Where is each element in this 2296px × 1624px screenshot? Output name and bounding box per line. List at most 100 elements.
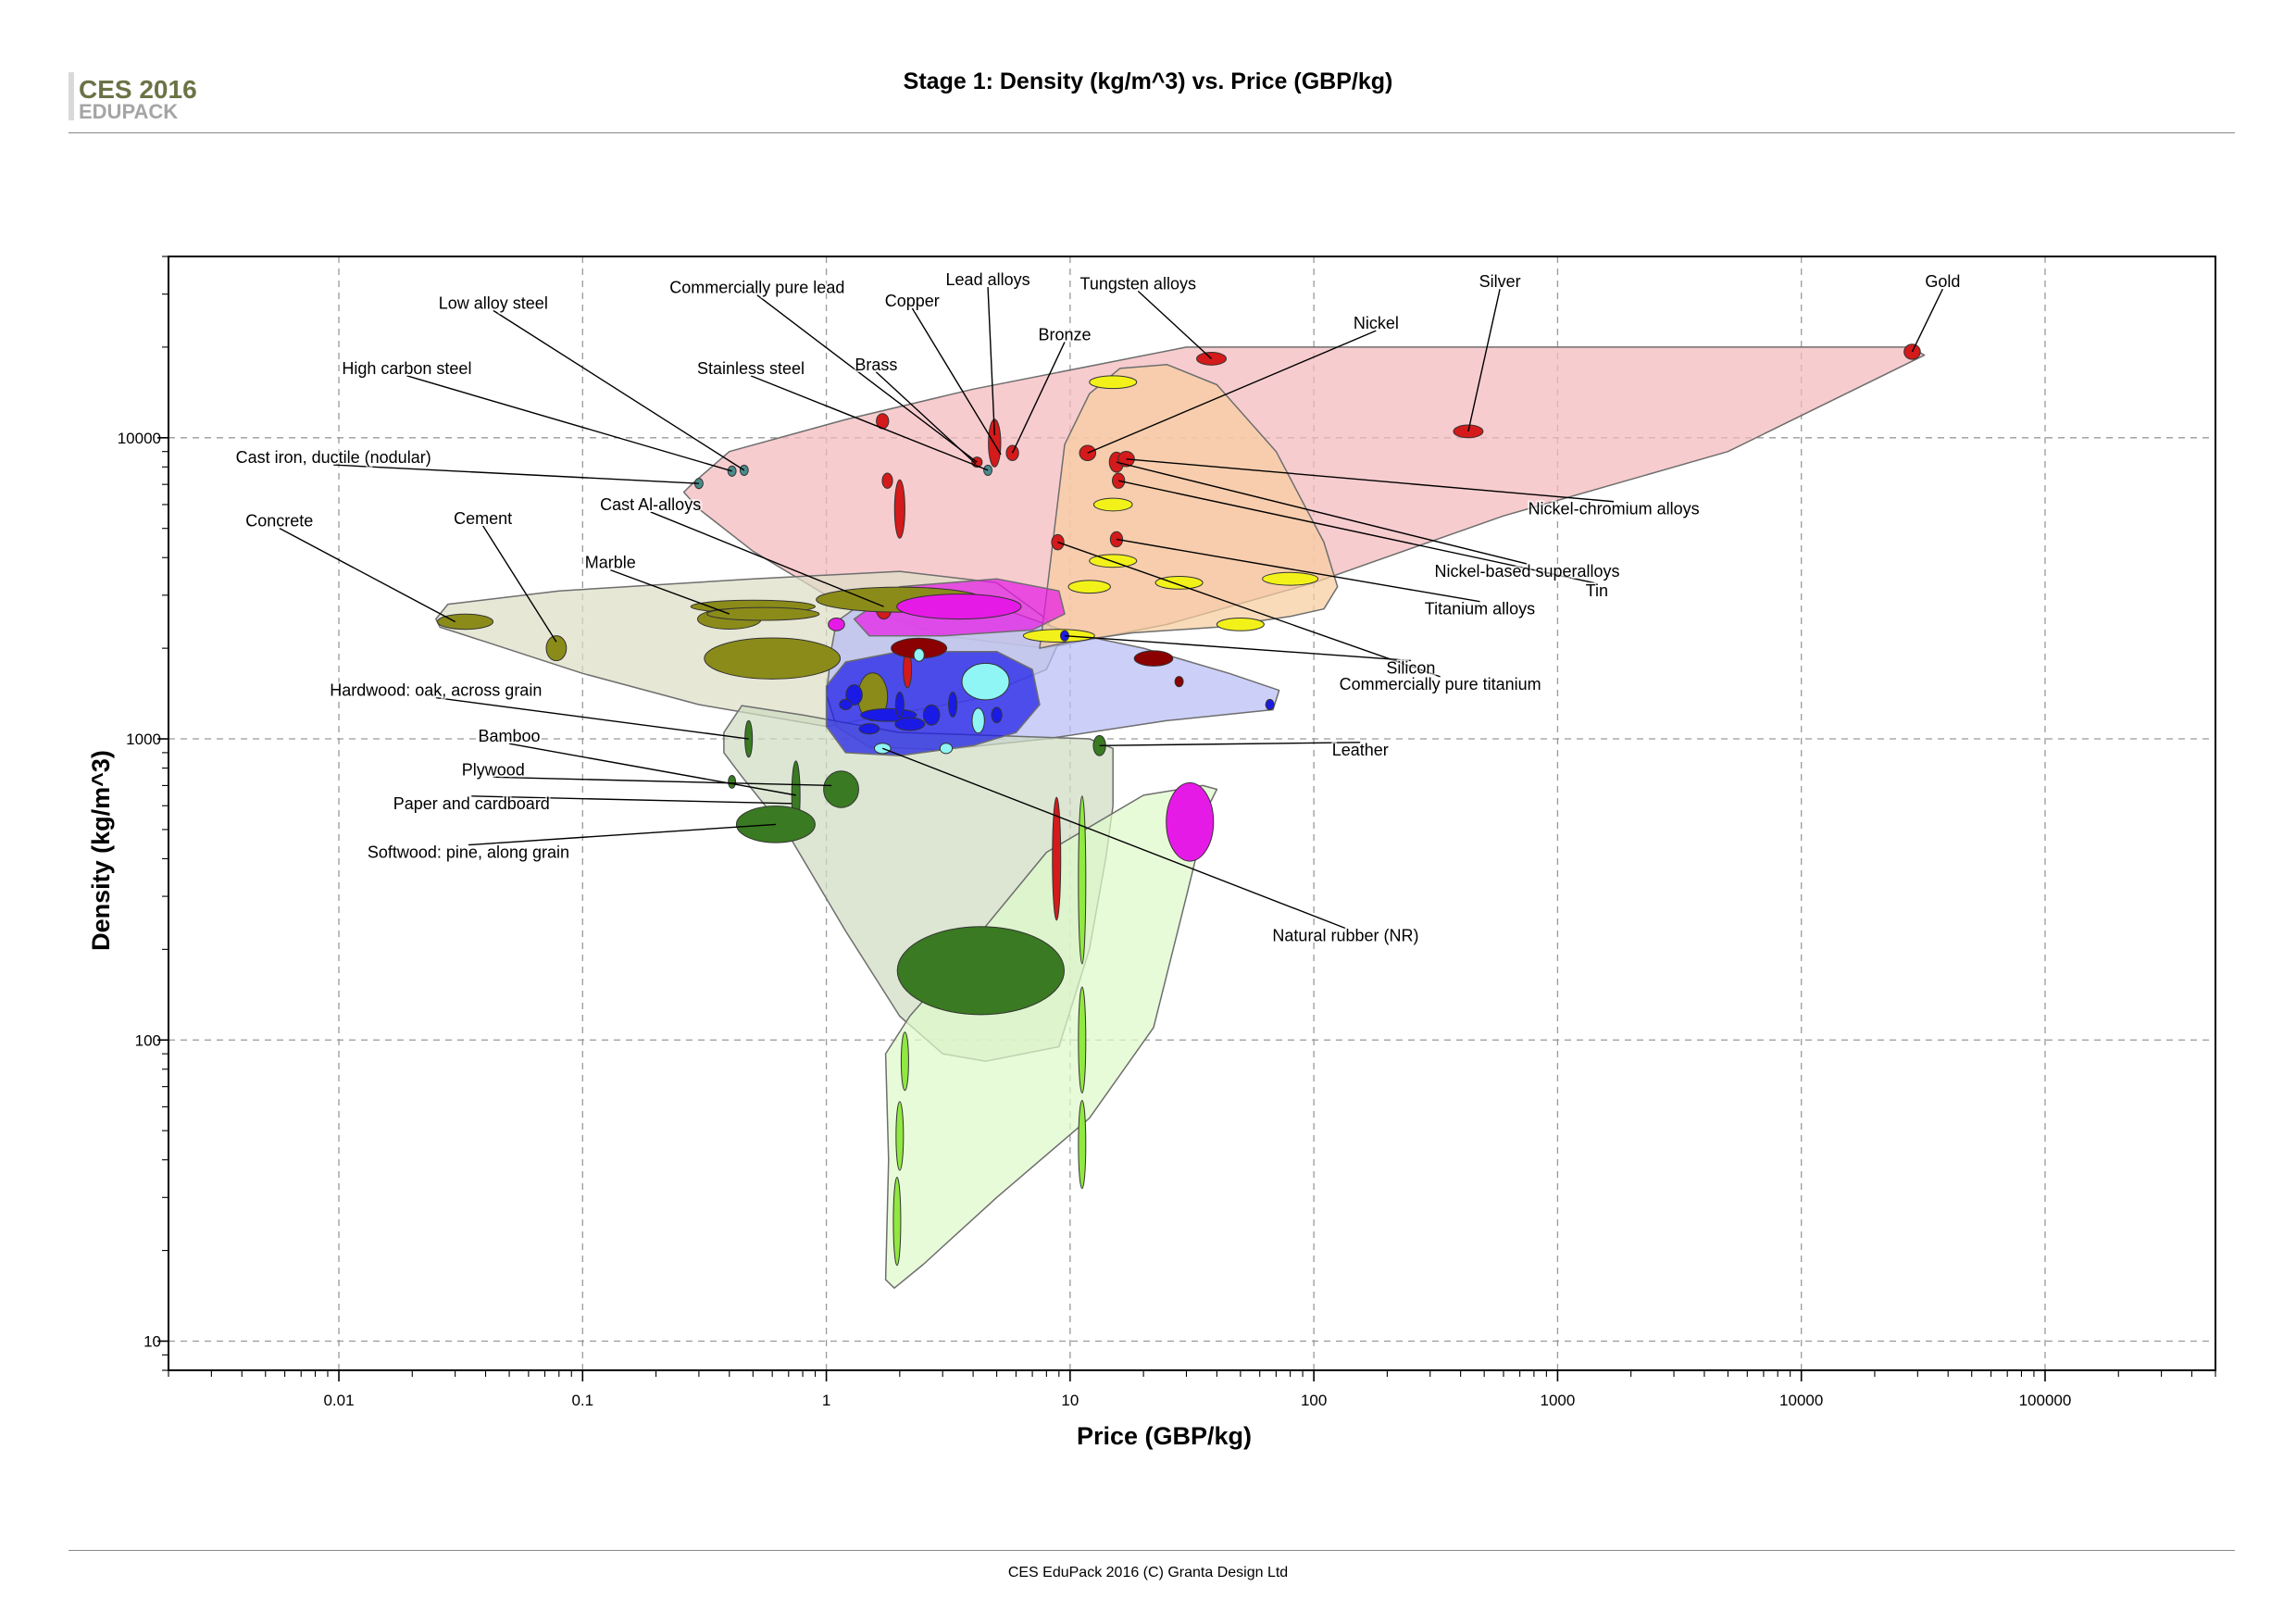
annotation-leader (1057, 541, 1441, 678)
annotation-label: Silicon (1386, 658, 1435, 677)
annotation-label: Lead alloys (946, 270, 1030, 289)
annotation-leader (1911, 288, 1943, 353)
foam-bubble (892, 1177, 902, 1267)
x-tick-label: 0.1 (571, 1392, 593, 1409)
annotation-leader (1087, 330, 1377, 454)
annotation-label: Marble (585, 554, 636, 572)
metal-bubble (881, 472, 893, 489)
metal-bubble (1079, 444, 1097, 461)
polymer-bubble (894, 717, 926, 731)
annotation-label: Bronze (1038, 325, 1091, 344)
composite-bubble (1216, 617, 1265, 631)
x-tick-label: 1 (822, 1392, 830, 1409)
ceramic-bubble (545, 635, 568, 662)
annotation-leader (1137, 290, 1212, 359)
foam-bubble (895, 1101, 905, 1171)
annotation-label: Concrete (245, 511, 313, 530)
x-axis-label: Price (GBP/kg) (1077, 1422, 1252, 1450)
polymer-bubble (858, 723, 880, 735)
annotation-leader (875, 371, 977, 465)
x-tick-label: 0.01 (323, 1392, 354, 1409)
ceramic-bubble (706, 606, 820, 621)
composite-bubble (1067, 580, 1111, 594)
logo-main-text: CES 2016 (79, 75, 197, 104)
ceramic-bubble (704, 637, 842, 680)
composite-bubble (1262, 571, 1319, 586)
annotation-leader (911, 307, 1002, 456)
annotation-leader (1064, 634, 1411, 662)
annotation-leader (406, 375, 732, 472)
annotation-label: Plywood (462, 760, 525, 779)
annotation-label: Cement (454, 509, 512, 528)
annotation-label: Natural rubber (NR) (1272, 927, 1418, 945)
annotation-label: Softwood: pine, along grain (368, 843, 569, 862)
annotation-leader (1116, 461, 1528, 565)
natural-bubble (823, 770, 859, 808)
selected-bubble (983, 464, 993, 476)
composite-bubble (1092, 497, 1133, 512)
annotation-label: Paper and cardboard (393, 794, 550, 813)
metal-bubble (893, 479, 905, 539)
material-bubbles (437, 344, 1921, 1267)
annotation-leader (333, 464, 699, 484)
annotation-label: Commercially pure titanium (1340, 675, 1541, 693)
annotation-label: High carbon steel (342, 359, 471, 378)
annotation-label: Brass (855, 356, 897, 374)
annotation-label: Silver (1479, 272, 1521, 291)
technical_ceramic-bubble (1133, 650, 1174, 667)
y-tick-label: 100 (135, 1031, 161, 1049)
composite-bubble (1089, 375, 1138, 390)
polymer-bubble (948, 692, 958, 718)
annotation-leader (750, 375, 989, 471)
annotation-label: Nickel (1354, 314, 1399, 332)
y-tick-label: 1000 (126, 731, 161, 748)
metal-bubble (1052, 796, 1062, 921)
x-tick-label: 100 (1301, 1392, 1327, 1409)
annotation-label: Stainless steel (697, 359, 805, 378)
footer-divider (69, 1550, 2235, 1551)
annotation-label: Cast iron, ductile (nodular) (236, 448, 431, 467)
polymer-bubble (1265, 698, 1275, 711)
selected-bubble (739, 464, 749, 476)
ces-edupack-logo: CES 2016 EDUPACK (69, 72, 197, 120)
foam-bubble (900, 1031, 909, 1092)
annotation-leader (1467, 289, 1501, 432)
elastomer-bubble (939, 743, 954, 755)
logo-sub-text: EDUPACK (79, 100, 178, 120)
foams-envelope (884, 784, 1218, 1289)
x-tick-label: 100000 (2019, 1392, 2072, 1409)
annotation-leader (987, 287, 995, 436)
annotation-label: Commercially pure lead (669, 279, 844, 297)
elastomer-bubble (913, 647, 925, 662)
annotation-label: Copper (885, 292, 940, 310)
magenta-bubble (896, 593, 1022, 620)
annotation-label: Tungsten alloys (1080, 274, 1196, 293)
annotation-leader (1126, 458, 1615, 503)
ceramic-bubble (437, 613, 494, 631)
annotation-leader (508, 743, 796, 796)
footer-text: CES EduPack 2016 (C) Granta Design Ltd (1007, 1565, 1289, 1580)
y-tick-label: 10000 (118, 430, 161, 447)
plot-frame (168, 256, 2216, 1371)
polymer-bubble (845, 684, 863, 706)
annotation-leader (482, 525, 557, 643)
annotation-leader (279, 527, 455, 623)
magenta-bubble (1166, 781, 1215, 862)
annotation-leader (882, 747, 1346, 930)
annotation-leaders (279, 287, 1943, 930)
composite-bubble (1154, 576, 1204, 590)
header-divider (69, 132, 2235, 133)
technical_ceramic-bubble (1174, 676, 1184, 688)
polymer-bubble (991, 706, 1003, 724)
annotation-label: Titanium alloys (1425, 600, 1535, 618)
annotation-leader (468, 823, 776, 846)
x-tick-label: 1000 (1541, 1392, 1576, 1409)
polymer-bubble (839, 698, 853, 711)
annotation-leader (1116, 538, 1480, 603)
annotation-leader (493, 309, 745, 471)
annotation-label: Leather (1332, 741, 1389, 759)
magenta-bubble (828, 617, 845, 631)
selected-bubble (727, 465, 737, 477)
foam-bubble (1078, 986, 1087, 1094)
annotation-leader (1118, 480, 1598, 584)
